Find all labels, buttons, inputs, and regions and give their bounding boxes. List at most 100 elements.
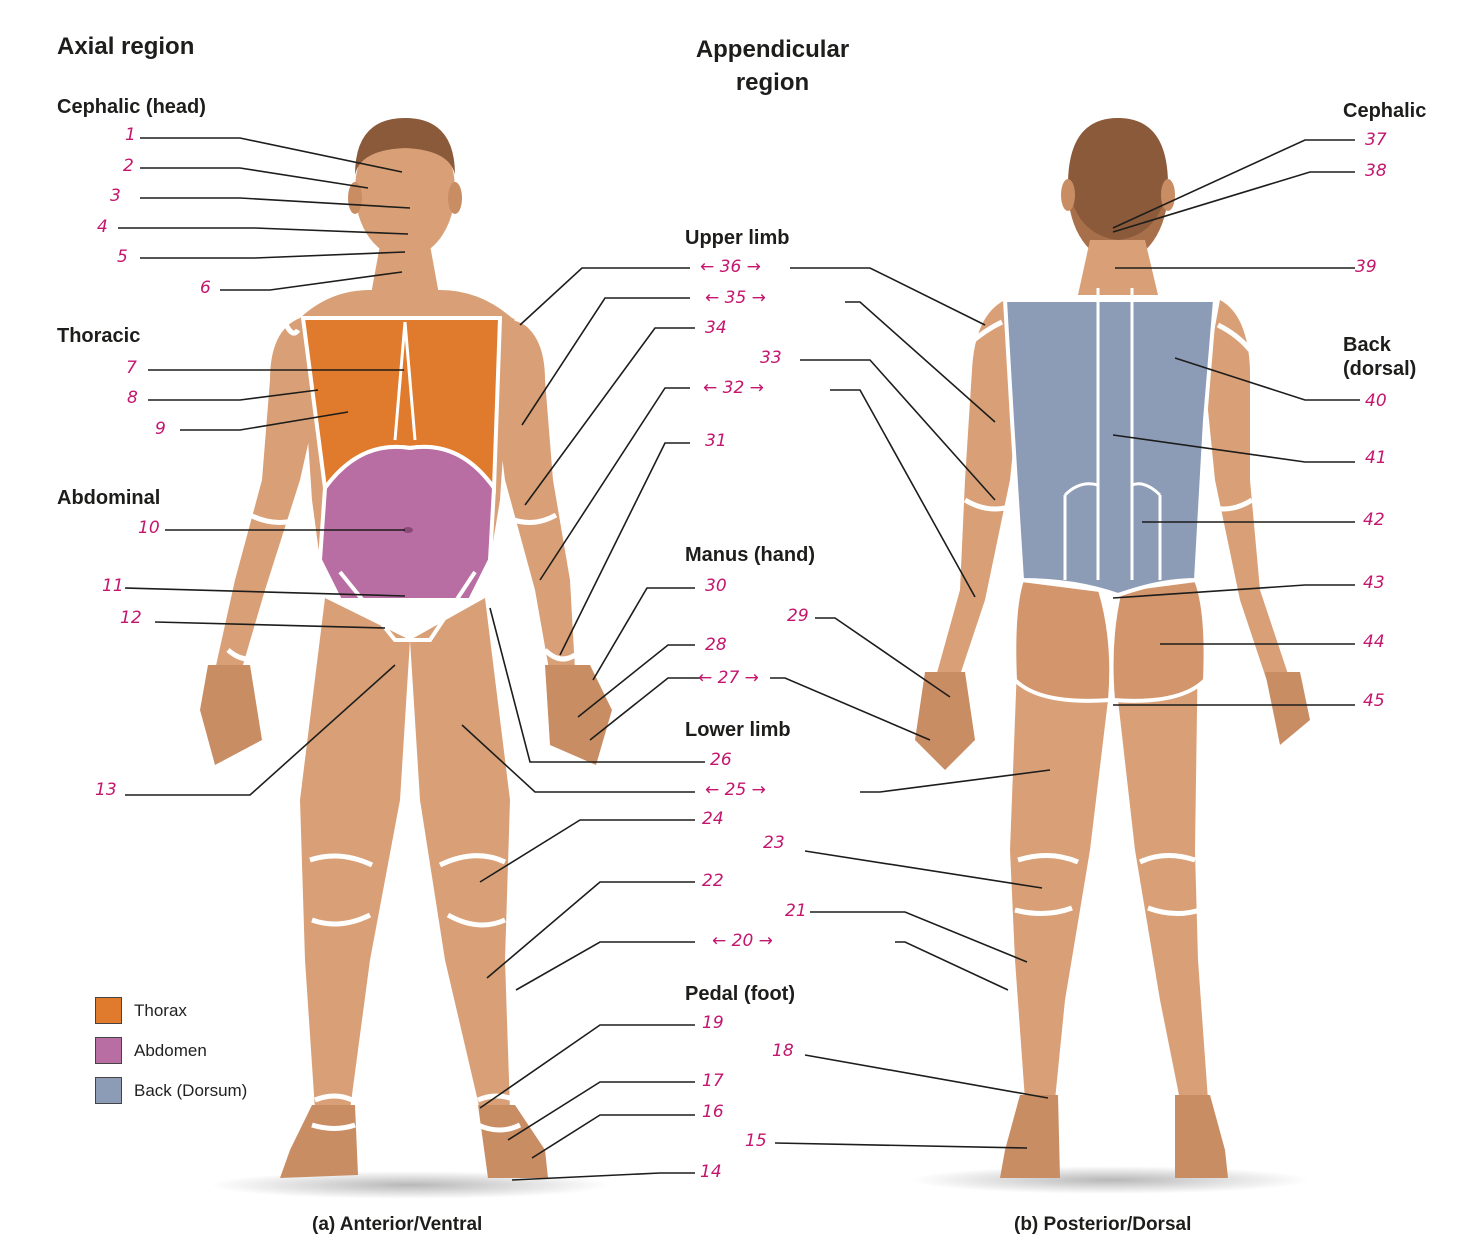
label-2: 2 [123, 156, 134, 176]
label-10: 10 [138, 518, 160, 538]
heading-appendicular-region: Appendicular region [695, 36, 850, 96]
caption-posterior-dorsal: (b) Posterior/Dorsal [1014, 1214, 1192, 1235]
label-24: 24 [702, 809, 724, 829]
label-29: 29 [787, 606, 809, 626]
legend-item-back: Back (Dorsum) [95, 1077, 247, 1104]
posterior-elbow-band-left [963, 497, 1016, 512]
posterior-vertebral-outline [1096, 288, 1134, 580]
posterior-buttock-right [1109, 577, 1208, 703]
anterior-abdomen-region [317, 444, 497, 602]
label-44: 44 [1363, 632, 1385, 652]
label-16: 16 [702, 1102, 724, 1122]
label-42: 42 [1363, 510, 1385, 530]
leader-lines [118, 137, 1360, 1181]
anterior-shoulder-band-left [280, 317, 301, 336]
label-14: 14 [700, 1162, 722, 1182]
anterior-ear-right [448, 182, 462, 214]
label-20: ← 20 → [712, 931, 773, 951]
label-11: 11 [102, 576, 124, 596]
legend-swatch-abdomen [95, 1037, 122, 1064]
anterior-ankle-band-left [311, 1093, 356, 1131]
heading-cephalic-head: Cephalic (head) [57, 96, 206, 118]
legend-swatch-thorax [95, 997, 122, 1024]
posterior-shoulder-band-left [966, 319, 1004, 347]
anterior-figure [200, 118, 612, 1178]
label-4: 4 [97, 217, 108, 237]
legend: Thorax Abdomen Back (Dorsum) [95, 997, 247, 1117]
heading-pedal-foot: Pedal (foot) [685, 983, 795, 1005]
anterior-wrist-band-right [543, 648, 577, 662]
anterior-neck [370, 245, 440, 300]
anterior-elbow-band-left [248, 512, 312, 525]
posterior-leg-left [1010, 640, 1108, 1100]
label-38: 38 [1365, 161, 1387, 181]
heading-upper-limb: Upper limb [685, 227, 790, 249]
posterior-knee-band-left [1014, 853, 1079, 916]
floor-shadow-anterior [210, 1171, 610, 1199]
posterior-hand-left [915, 672, 975, 770]
anterior-pubic-outline [338, 570, 477, 642]
label-7: 7 [126, 358, 137, 378]
label-25: ← 25 → [705, 780, 766, 800]
posterior-hand-right [1265, 672, 1310, 745]
anterior-foot-left [280, 1105, 358, 1178]
legend-label-back: Back (Dorsum) [134, 1080, 248, 1100]
heading-manus-hand: Manus (hand) [685, 544, 815, 566]
label-31: 31 [705, 431, 727, 451]
legend-label-thorax: Thorax [134, 1000, 187, 1020]
posterior-shoulder-band-right [1216, 322, 1252, 352]
anterior-leg-left [300, 598, 410, 1110]
heading-thoracic: Thoracic [57, 325, 141, 347]
label-33: 33 [760, 348, 782, 368]
label-13: 13 [95, 780, 117, 800]
anterior-arm-left [215, 318, 318, 675]
label-18: 18 [772, 1041, 794, 1061]
label-6: 6 [200, 278, 211, 298]
posterior-lumbar-outline [1063, 482, 1162, 580]
label-19: 19 [702, 1013, 724, 1033]
heading-cephalic: Cephalic [1343, 100, 1427, 122]
posterior-hair [1068, 118, 1168, 240]
label-21: 21 [785, 901, 807, 921]
anterior-sternum-outline [393, 321, 417, 441]
label-15: 15 [745, 1131, 767, 1151]
floor-shadow-posterior [910, 1166, 1310, 1194]
anterior-hand-left [200, 665, 262, 765]
heading-lower-limb: Lower limb [685, 719, 791, 741]
label-34: 34 [705, 318, 727, 338]
anterior-leg-right [410, 598, 510, 1110]
anterior-navel [403, 527, 413, 533]
legend-label-abdomen: Abdomen [134, 1040, 207, 1060]
posterior-arm-right [1205, 300, 1290, 690]
anterior-ear-left [348, 182, 362, 214]
posterior-leg-right [1118, 640, 1208, 1100]
label-41: 41 [1365, 448, 1387, 468]
anterior-wrist-band-left [226, 648, 264, 662]
heading-back-dorsal: Back (dorsal) [1343, 334, 1417, 380]
anterior-shoulder-band-right [514, 315, 548, 342]
posterior-buttock-left [1012, 577, 1114, 703]
heading-axial-region: Axial region [57, 33, 195, 60]
posterior-knee-band-right [1138, 853, 1201, 916]
posterior-back-region [1002, 298, 1218, 598]
anterior-arm-right [495, 318, 575, 675]
legend-swatch-back [95, 1077, 122, 1104]
posterior-figure [915, 118, 1310, 1178]
label-30: 30 [705, 576, 727, 596]
heading-abdominal: Abdominal [57, 487, 161, 509]
anterior-hand-right [545, 665, 612, 765]
label-23: 23 [763, 833, 785, 853]
label-28: 28 [705, 635, 727, 655]
label-22: 22 [702, 871, 724, 891]
posterior-arm-left [935, 300, 1020, 690]
anterior-foot-right [478, 1105, 548, 1178]
posterior-foot-left [1000, 1095, 1060, 1178]
anterior-hair [355, 118, 455, 175]
label-43: 43 [1363, 573, 1385, 593]
label-45: 45 [1363, 691, 1385, 711]
label-40: 40 [1365, 391, 1387, 411]
posterior-foot-right [1175, 1095, 1228, 1178]
label-36: ← 36 → [700, 257, 761, 277]
label-39: 39 [1355, 257, 1377, 277]
